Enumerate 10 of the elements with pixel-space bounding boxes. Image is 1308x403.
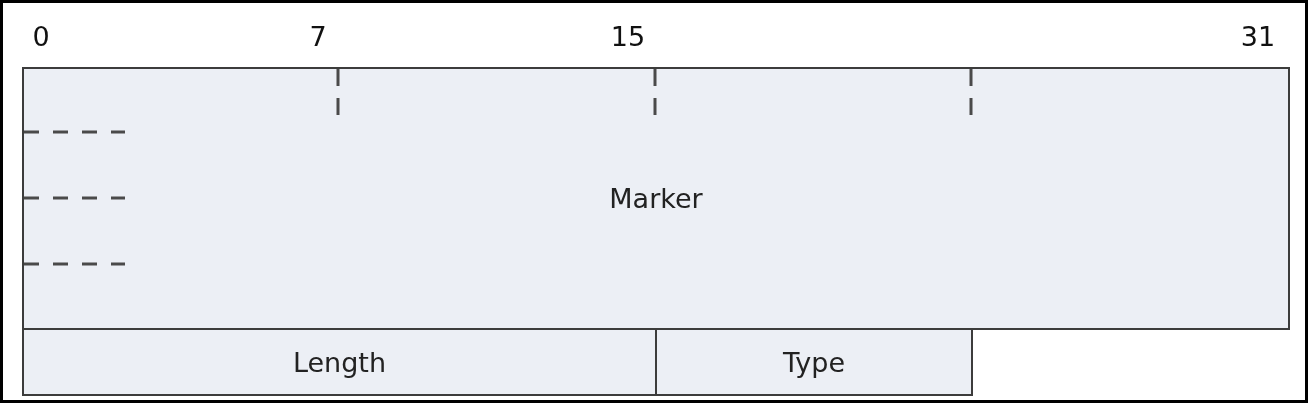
field-name: Length <box>292 346 387 378</box>
field-name: Type <box>783 346 845 378</box>
bit-position-label: 0 <box>32 22 50 52</box>
header-field <box>22 67 1290 330</box>
header-field <box>655 328 973 396</box>
field-name: Marker <box>609 183 703 214</box>
bit-position-label: 7 <box>309 22 327 52</box>
bit-position-label: 31 <box>1240 22 1276 52</box>
header-field <box>22 328 657 396</box>
bit-position-label: 15 <box>610 22 646 52</box>
